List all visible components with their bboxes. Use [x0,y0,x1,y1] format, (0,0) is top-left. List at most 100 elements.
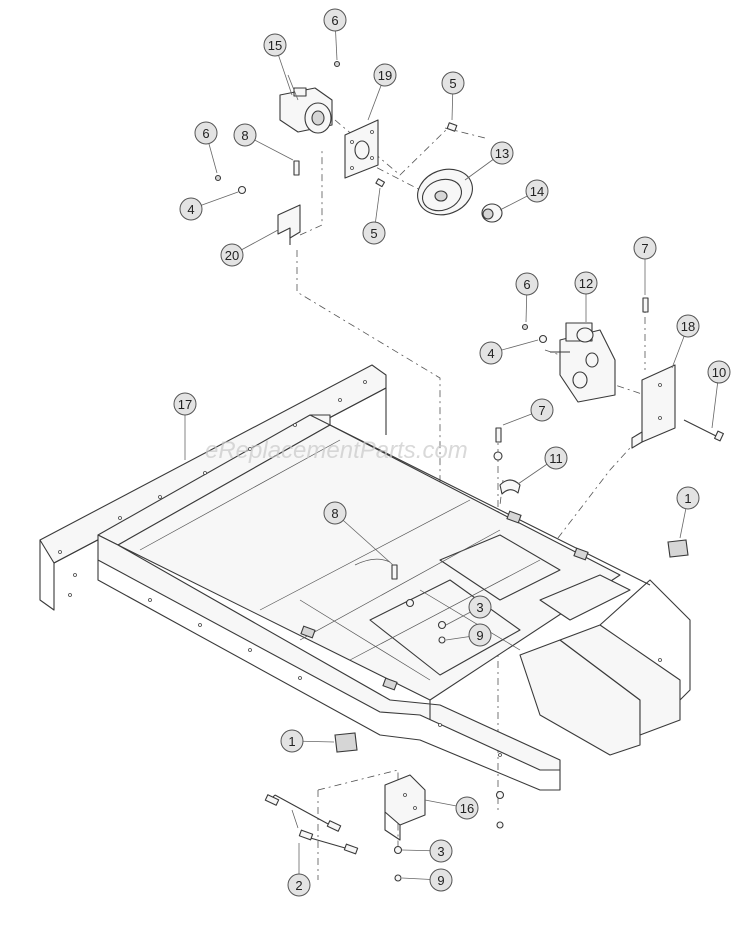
callout-5[interactable]: 5 [441,71,465,121]
callout-label: 19 [378,68,392,83]
callout-balloon [707,360,731,384]
callout-label: 1 [288,734,295,749]
callout-7[interactable]: 7 [502,398,554,426]
callout-label: 8 [241,128,248,143]
callout-balloon [373,63,397,87]
hub[interactable] [481,203,503,223]
callout-8[interactable]: 8 [323,501,394,566]
callout-18[interactable]: 18 [671,314,700,369]
callout-label: 13 [495,146,509,161]
callout-balloon [544,446,568,470]
callout-14[interactable]: 14 [499,179,549,211]
callout-label: 9 [437,873,444,888]
callout-9[interactable]: 9 [445,623,492,647]
callout-6[interactable]: 6 [323,8,347,61]
callout-balloon [429,868,453,892]
callout-label: 17 [178,397,192,412]
control-valve[interactable] [550,322,616,403]
callout-label: 16 [460,801,474,816]
watermark-text: eReplacementParts.com [205,437,468,464]
clamp[interactable] [499,479,521,495]
callout-17[interactable]: 17 [173,392,197,460]
fasteners-bottom [391,564,505,882]
main-frame[interactable] [39,364,691,791]
callout-balloon [676,314,700,338]
callout-balloon [525,179,549,203]
callout-balloon [263,33,287,57]
callout-label: 10 [712,365,726,380]
lower-bracket[interactable] [384,774,426,841]
callout-label: 14 [530,184,544,199]
callout-1[interactable]: 1 [676,486,700,539]
callout-5[interactable]: 5 [362,187,386,245]
callout-balloon [233,123,257,147]
callout-label: 8 [331,506,338,521]
callout-15[interactable]: 15 [263,33,293,96]
callout-label: 6 [331,13,338,28]
callout-balloon [515,272,539,296]
decal-pad[interactable] [334,539,689,753]
rail-holes [58,380,662,757]
callout-balloon [441,71,465,95]
callout-balloon [194,121,218,145]
callout-balloon [530,398,554,422]
callout-13[interactable]: 13 [464,141,514,181]
callout-1[interactable]: 1 [280,729,335,753]
callout-label: 5 [370,226,377,241]
callout-3[interactable]: 3 [445,595,492,626]
pulley[interactable] [411,162,479,222]
callout-label: 9 [476,628,483,643]
callout-label: 3 [476,600,483,615]
callout-9[interactable]: 9 [401,868,453,892]
control-cable[interactable] [264,794,359,855]
callout-label: 4 [487,346,494,361]
hydraulic-pump[interactable] [279,74,333,134]
callout-label: 18 [681,319,695,334]
fasteners-top [214,60,458,195]
callout-label: 11 [549,451,563,466]
callout-balloon [429,839,453,863]
callout-20[interactable]: 20 [220,229,279,267]
callout-label: 5 [449,76,456,91]
callout-label: 4 [187,202,194,217]
callout-label: 6 [523,277,530,292]
long-bolt[interactable] [683,419,724,442]
callout-balloon [280,729,304,753]
valve-bracket[interactable] [631,364,676,449]
callout-balloon [633,236,657,260]
callout-balloon [323,8,347,32]
callout-label: 7 [538,403,545,418]
callout-16[interactable]: 16 [424,796,479,820]
bracket[interactable] [277,204,301,245]
callout-3[interactable]: 3 [401,839,453,863]
callout-19[interactable]: 19 [367,63,397,121]
callout-11[interactable]: 11 [517,446,568,485]
callout-balloon [676,486,700,510]
callout-leader [334,512,394,566]
callout-balloon [220,243,244,267]
callout-label: 3 [437,844,444,859]
callout-label: 20 [225,248,239,263]
callout-balloon [574,271,598,295]
callout-4[interactable]: 4 [479,339,539,365]
callout-balloon [490,141,514,165]
mount-plate[interactable] [344,119,379,179]
callout-6[interactable]: 6 [194,121,218,174]
callout-8[interactable]: 8 [233,123,294,161]
callout-6[interactable]: 6 [515,272,539,323]
callout-label: 1 [684,491,691,506]
callout-label: 15 [268,38,282,53]
callout-2[interactable]: 2 [287,843,311,897]
callout-10[interactable]: 10 [707,360,731,429]
callout-12[interactable]: 12 [574,271,598,322]
callout-label: 2 [295,878,302,893]
callout-balloon [173,392,197,416]
callout-balloon [323,501,347,525]
callout-balloon [362,221,386,245]
callout-balloon [479,341,503,365]
callout-7[interactable]: 7 [633,236,657,295]
callout-4[interactable]: 4 [179,191,239,221]
callout-balloon [468,623,492,647]
